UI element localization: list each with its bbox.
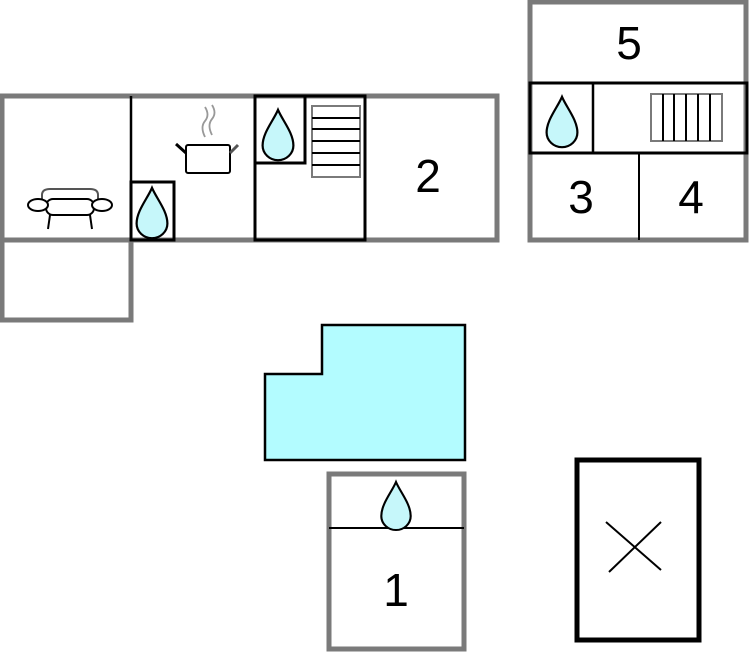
- room-label-3: 3: [568, 171, 594, 223]
- water-drop-icon: [135, 186, 169, 240]
- crossed-box-outline: [574, 457, 702, 643]
- upper-floor: 5 3 4: [527, 0, 749, 243]
- annex-room-1: 1: [326, 471, 467, 652]
- cross-mark-icon: [605, 521, 662, 573]
- annex-outline: [326, 471, 467, 652]
- stairs-icon: [311, 105, 361, 178]
- stairs-icon: [650, 93, 723, 142]
- main-building-outline: [0, 93, 500, 243]
- pool-shape: [263, 323, 467, 462]
- bedroom-bathroom: [253, 94, 307, 165]
- bedroom-block: [253, 94, 367, 242]
- room-label-5: 5: [616, 17, 642, 69]
- water-drop-icon: [545, 95, 579, 149]
- sofa-icon: [27, 188, 113, 230]
- crossed-box: [574, 457, 702, 643]
- water-drop-icon: [261, 108, 295, 162]
- ground-floor-main: 2: [0, 93, 500, 323]
- room-label-2: 2: [415, 150, 441, 202]
- living-room-extension: [0, 238, 134, 323]
- water-drop-icon: [380, 480, 412, 532]
- room-label-1: 1: [383, 564, 409, 616]
- kitchen-bathroom: [129, 180, 176, 242]
- cooking-pot-icon: [174, 104, 240, 174]
- room-label-4: 4: [678, 171, 704, 223]
